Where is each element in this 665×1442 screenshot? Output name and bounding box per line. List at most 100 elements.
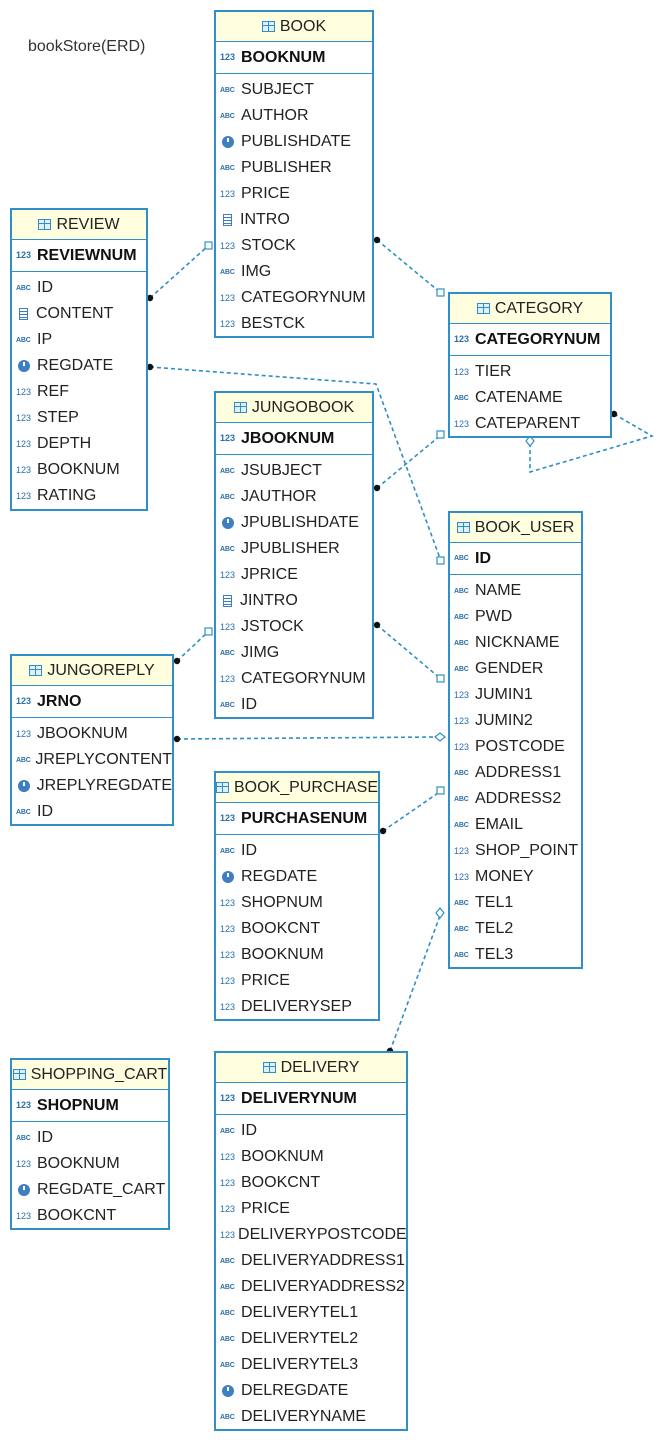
diagram-title: bookStore(ERD) <box>28 38 146 55</box>
text-type-icon: ABC <box>16 756 31 764</box>
text-type-icon: ABC <box>220 649 235 657</box>
column-name: JREPLYCONTENT <box>35 751 172 768</box>
column-row: ABC JREPLYCONTENT <box>12 747 172 773</box>
column-name: JUMIN2 <box>475 712 533 729</box>
column-row: CONTENT <box>12 301 146 327</box>
column-row: 123 RATING <box>12 483 146 509</box>
entity-header: BOOK_USER <box>450 513 581 543</box>
entity-header: JUNGOREPLY <box>12 656 172 686</box>
column-name: BOOKCNT <box>241 920 321 937</box>
column-name: BOOKNUM <box>37 461 120 478</box>
entity-header: JUNGOBOOK <box>216 393 372 423</box>
column-name: ID <box>241 842 257 859</box>
column-row: REGDATE_CART <box>12 1177 168 1203</box>
column-name: JIMG <box>241 644 280 661</box>
rel-book-category <box>376 239 442 294</box>
date-type-icon <box>222 1385 234 1397</box>
column-name: JSTOCK <box>241 618 304 635</box>
column-name: DELIVERYNAME <box>241 1408 367 1425</box>
column-name: PRICE <box>241 972 290 989</box>
text-type-icon: ABC <box>16 284 31 292</box>
column-name: IMG <box>241 263 272 280</box>
table-icon <box>12 1069 26 1080</box>
column-name: JREPLYREGDATE <box>36 777 172 794</box>
numeric-type-icon: 123 <box>220 923 236 934</box>
column-name: GENDER <box>475 660 544 677</box>
column-name: DEPTH <box>37 435 92 452</box>
numeric-type-icon: 123 <box>220 673 236 684</box>
entity-name: DELIVERY <box>280 1058 360 1076</box>
numeric-type-icon: 123 <box>16 490 32 501</box>
column-name: MONEY <box>475 868 534 885</box>
primary-key-name: ID <box>475 549 491 567</box>
primary-key-name: REVIEWNUM <box>37 246 137 264</box>
numeric-type-icon: 123 <box>220 318 236 329</box>
column-name: PRICE <box>241 185 290 202</box>
table-icon <box>456 522 470 533</box>
column-name: CATENAME <box>475 389 563 406</box>
column-name: NICKNAME <box>475 634 560 651</box>
column-name: RATING <box>37 487 97 504</box>
column-name: REF <box>37 383 69 400</box>
column-name: SHOPNUM <box>241 894 323 911</box>
date-type-icon <box>222 136 234 148</box>
column-name: JPUBLISHDATE <box>241 514 359 531</box>
numeric-type-icon: 123 <box>220 292 236 303</box>
column-name: CATEGORYNUM <box>241 670 366 687</box>
numeric-type-icon: 123 <box>220 621 236 632</box>
document-type-icon <box>19 308 28 320</box>
column-name: JAUTHOR <box>241 488 317 505</box>
column-name: NAME <box>475 582 522 599</box>
column-row: PUBLISHDATE <box>216 129 372 155</box>
date-type-icon <box>222 871 234 883</box>
entity-header: SHOPPING_CART <box>12 1060 168 1090</box>
entity-header: BOOK <box>216 12 372 42</box>
column-name: ID <box>37 1129 53 1146</box>
column-row: JREPLYREGDATE <box>12 773 172 799</box>
primary-key-name: JBOOKNUM <box>241 429 335 447</box>
column-name: JUMIN1 <box>475 686 533 703</box>
numeric-type-icon: 123 <box>454 334 470 344</box>
rel-jungoreply-jungobook <box>176 631 209 662</box>
primary-key-name: DELIVERYNUM <box>241 1089 357 1107</box>
primary-key-name: SHOPNUM <box>37 1096 119 1114</box>
